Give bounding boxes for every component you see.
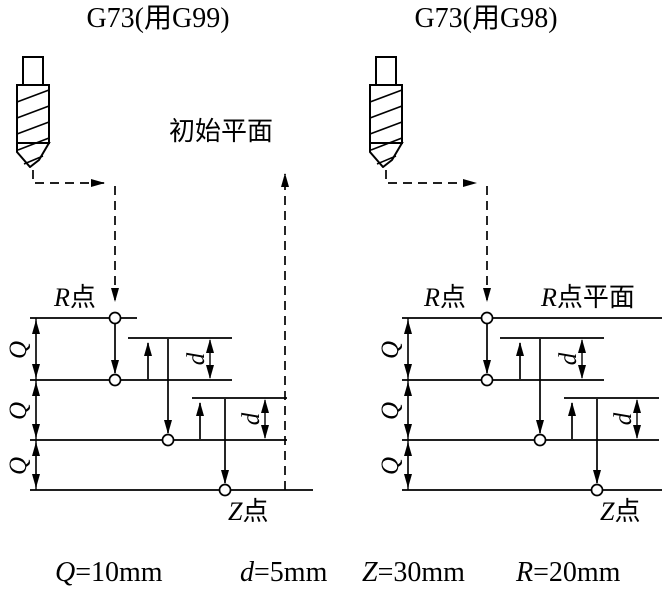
initial-plane-label: 初始平面 xyxy=(169,117,273,146)
d-retract-label: d xyxy=(610,412,637,425)
z-point-label: Z点 xyxy=(600,497,640,526)
tool-position-node xyxy=(533,433,547,447)
r-plane-label: R点平面 xyxy=(540,283,635,312)
rapid-approach-path xyxy=(385,170,477,187)
left-diagram: Q Q Q d d R点 Z点 xyxy=(5,56,313,526)
formula-r: R=20mm xyxy=(515,557,621,588)
q-depth-label: Q xyxy=(377,457,404,475)
formula-q: Q=10mm xyxy=(55,557,163,588)
tool-position-node xyxy=(480,311,494,325)
tool-position-node xyxy=(218,483,232,497)
title-left: G73(用G99) xyxy=(86,3,229,34)
drill-icon-left xyxy=(16,56,50,168)
q-depth-label: Q xyxy=(5,341,32,359)
z-point-label: Z点 xyxy=(228,497,268,526)
formula-d: d=5mm xyxy=(240,557,328,588)
tool-position-node xyxy=(590,483,604,497)
d-retract-label: d xyxy=(555,352,582,365)
drill-icon-right xyxy=(369,56,403,168)
r-point-label: R点 xyxy=(423,283,466,312)
tool-position-node xyxy=(108,311,122,325)
tool-position-node xyxy=(480,373,494,387)
tool-position-node xyxy=(161,433,175,447)
d-retract-label: d xyxy=(183,352,210,365)
q-depth-label: Q xyxy=(5,457,32,475)
tool-position-node xyxy=(108,373,122,387)
q-depth-label: Q xyxy=(377,341,404,359)
q-depth-label: Q xyxy=(5,402,32,420)
d-retract-label: d xyxy=(238,412,265,425)
title-right: G73(用G98) xyxy=(414,3,557,34)
r-point-label: R点 xyxy=(53,283,96,312)
rapid-approach-path xyxy=(32,170,105,187)
right-diagram: Q Q Q d d R点 R点平面 Z点 xyxy=(369,56,662,526)
q-depth-label: Q xyxy=(377,402,404,420)
parameter-formulas: Q=10mm d=5mm Z=30mm R=20mm xyxy=(55,557,621,588)
formula-z: Z=30mm xyxy=(362,557,465,588)
